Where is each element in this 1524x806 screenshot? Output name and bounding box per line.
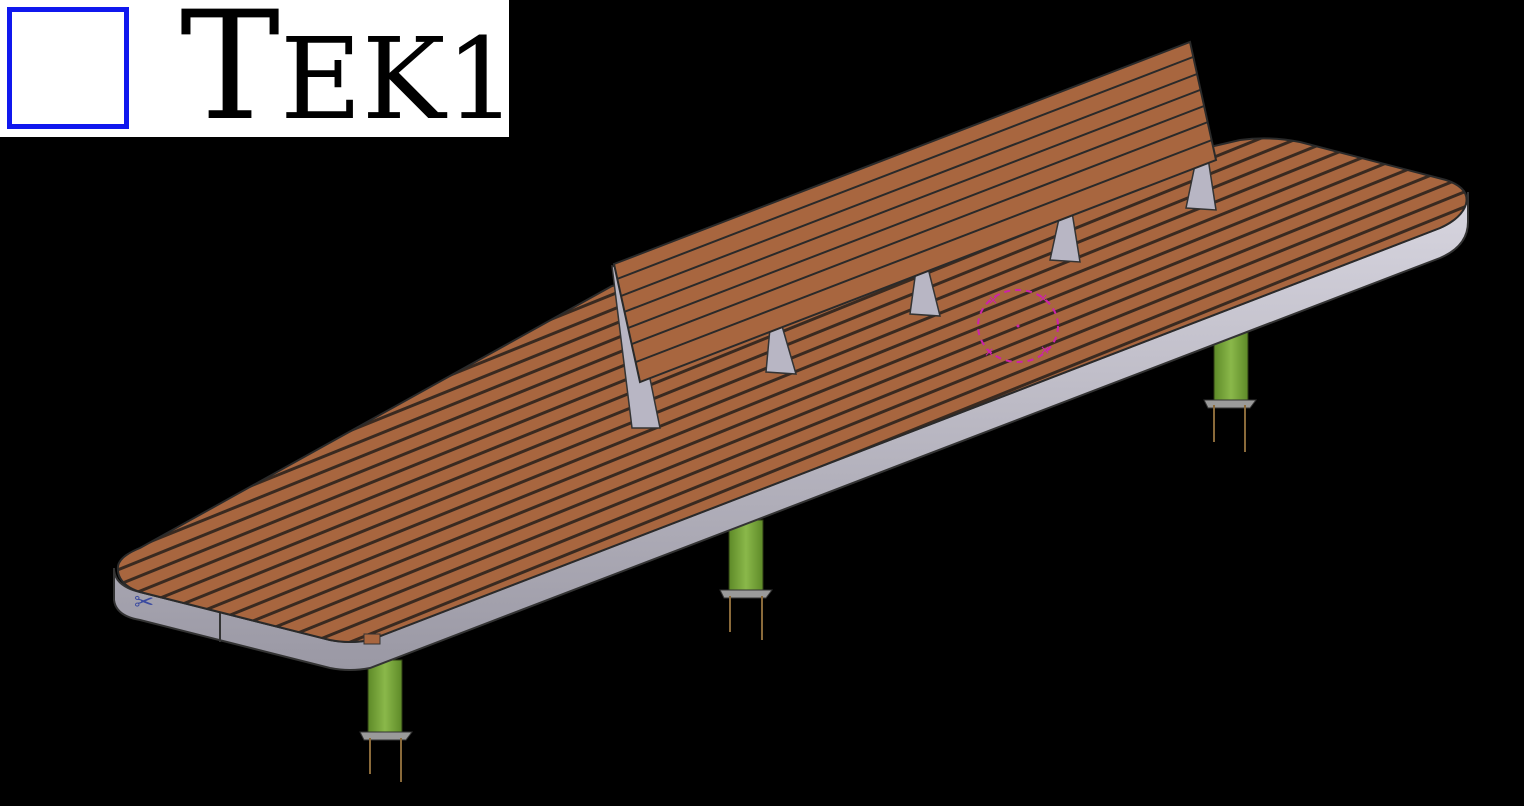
logo: TEK1 (0, 0, 517, 142)
svg-text:×: × (984, 345, 994, 359)
backrest (612, 40, 1218, 384)
support-post (359, 659, 413, 782)
selection-circle-icon[interactable]: × × × × (977, 289, 1059, 363)
svg-text:×: × (1038, 291, 1048, 305)
svg-text:×: × (988, 293, 998, 307)
support-post (719, 519, 773, 640)
svg-text:✂: ✂ (134, 588, 154, 616)
svg-text:×: × (1040, 343, 1050, 357)
support-post (1203, 329, 1257, 452)
scissors-icon[interactable]: ✂ (134, 588, 154, 616)
logo-text: TEK1 (180, 0, 517, 154)
logo-square-icon (7, 7, 129, 129)
platform-deck (116, 137, 1468, 643)
